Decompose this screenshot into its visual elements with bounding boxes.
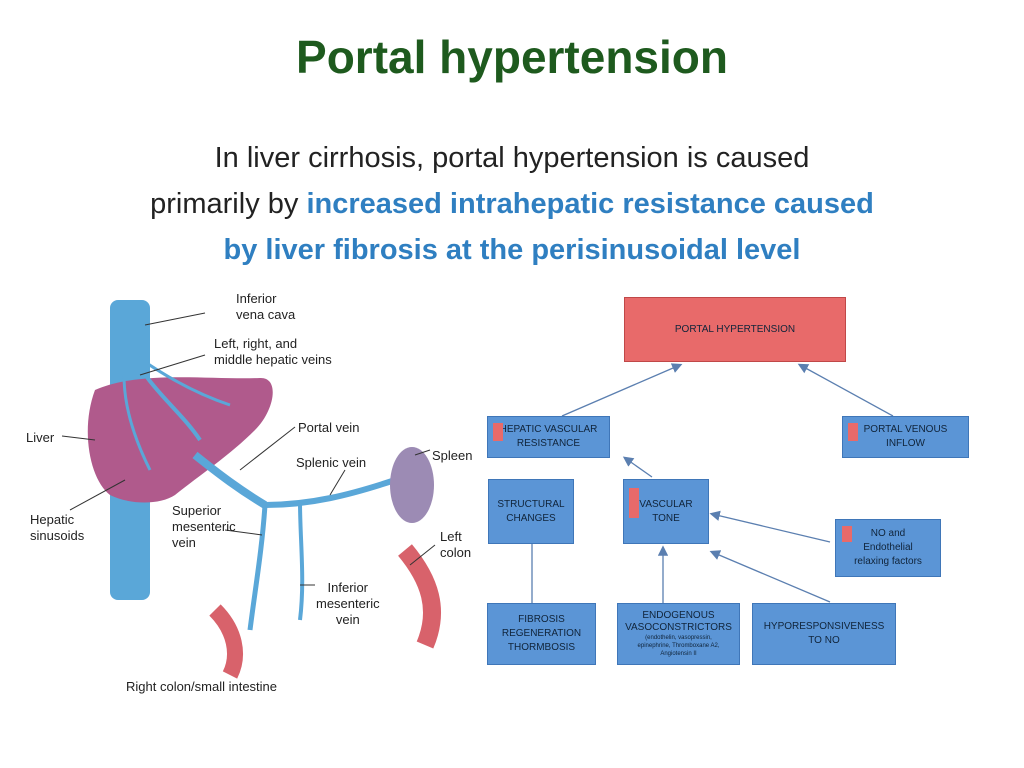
anatomy-illustration bbox=[61, 300, 441, 679]
up-arrow-icon bbox=[848, 423, 858, 441]
right-colon-shape bbox=[209, 604, 243, 679]
spleen-shape bbox=[390, 447, 434, 523]
slide-title: Portal hypertension bbox=[296, 31, 728, 83]
up-arrow-icon bbox=[493, 423, 503, 441]
subtitle-line-3: by liver fibrosis at the perisinusoidal … bbox=[60, 228, 964, 272]
liver-shape bbox=[87, 377, 273, 503]
up-arrow-icon bbox=[629, 488, 639, 518]
subtitle-highlight-2: by liver fibrosis at the perisinusoidal … bbox=[223, 234, 801, 266]
label-spleen: Spleen bbox=[432, 448, 473, 463]
splenic-vein-shape bbox=[264, 477, 396, 508]
flowchart-arrows bbox=[526, 363, 894, 603]
left-colon-shape bbox=[397, 544, 441, 649]
subtitle-line-1: In liver cirrhosis, portal hypertension … bbox=[214, 142, 810, 174]
portal-vein-shape bbox=[192, 451, 268, 509]
label-splenic-vein: Splenic vein bbox=[296, 455, 367, 470]
superior-mesenteric-shape bbox=[247, 504, 268, 631]
subtitle-line-2-plain: primarily by bbox=[150, 188, 307, 220]
subtitle-highlight-1: increased intrahepatic resistance caused bbox=[306, 188, 874, 220]
label-portal-vein: Portal vein bbox=[298, 420, 360, 435]
inferior-mesenteric-shape bbox=[298, 501, 305, 621]
box-portal-hypertension: PORTAL HYPERTENSION bbox=[624, 297, 846, 362]
subtitle-line-2: primarily by increased intrahepatic resi… bbox=[60, 182, 964, 226]
down-arrow-icon bbox=[842, 526, 852, 542]
label-right-colon: Right colon/small intestine bbox=[126, 679, 278, 694]
box-endogenous-vasoconstrictors: ENDOGENOUS VASOCONSTRICTORS (endothelin,… bbox=[617, 603, 740, 665]
label-liver: Liver bbox=[26, 430, 55, 445]
